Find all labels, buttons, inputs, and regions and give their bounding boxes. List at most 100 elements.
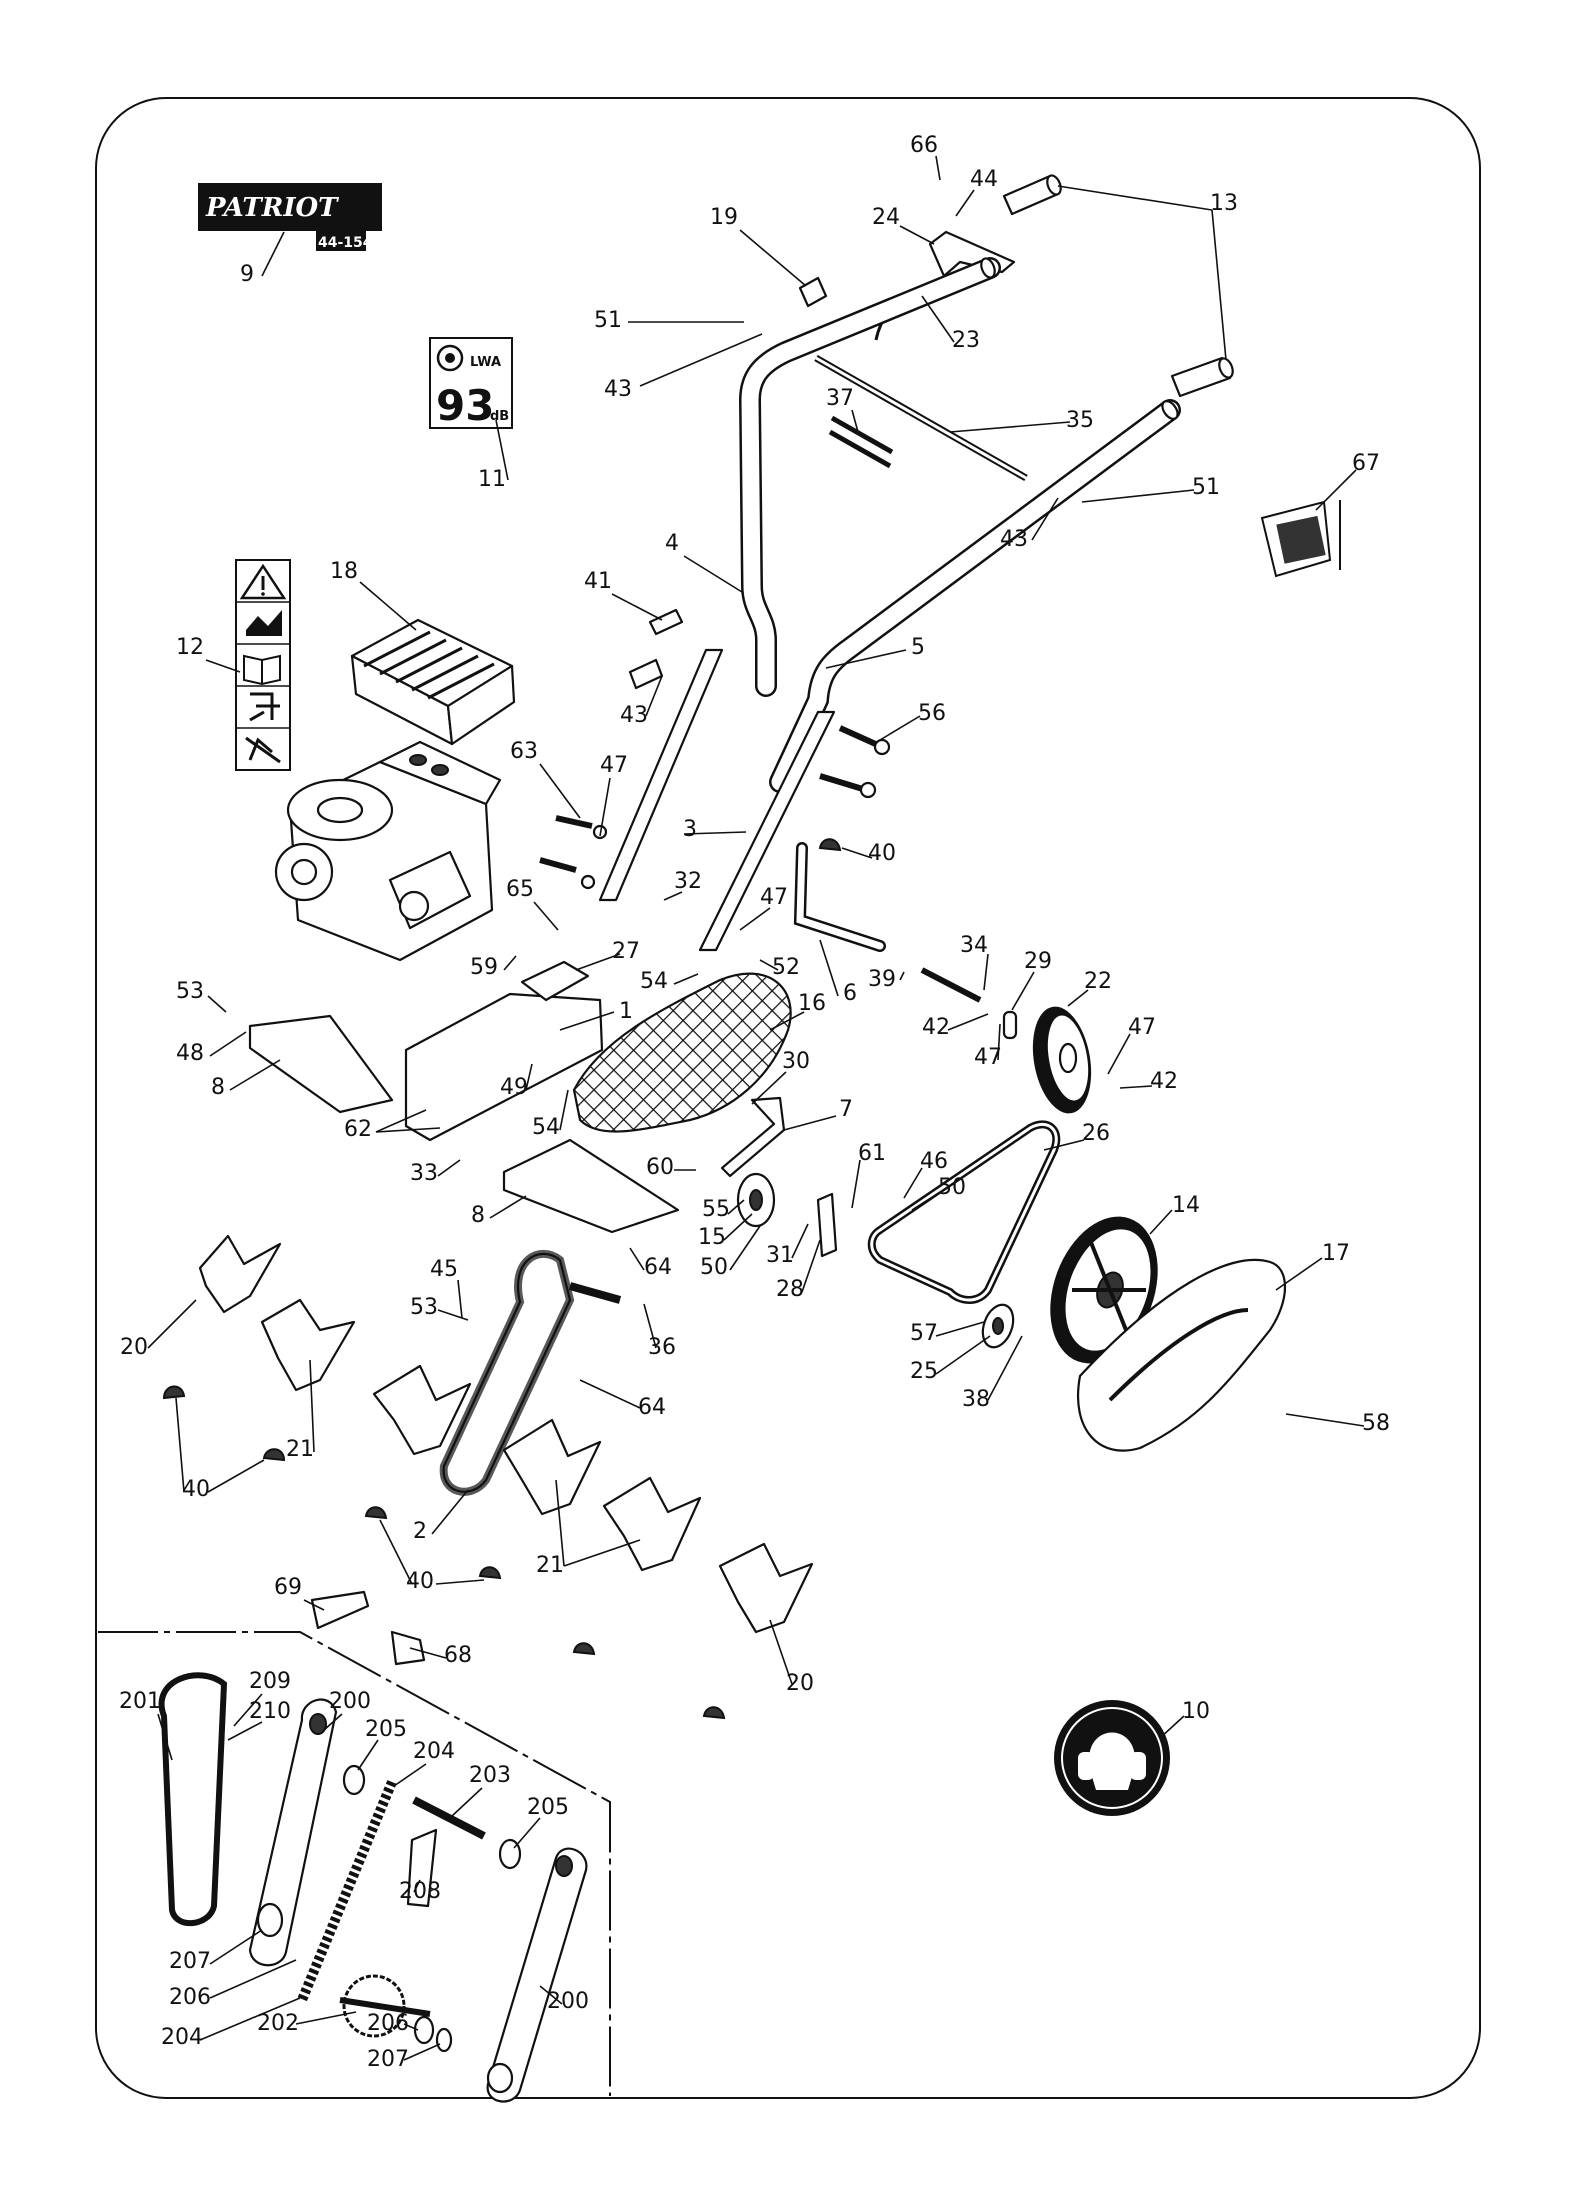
handle-grips [1002,174,1234,398]
callout-c12: 12 [176,635,204,660]
drive-belt [867,1120,1061,1304]
callout-c11: 11 [478,467,506,492]
callout-c201: 201 [119,1689,161,1714]
callout-c41: 41 [584,569,612,594]
callout-c32: 32 [674,869,702,894]
tensioner-208 [406,1828,438,1908]
wheel-spacer [1002,1010,1018,1040]
cable-ties [828,415,894,469]
callout-c9: 9 [240,262,254,287]
callout-c62: 62 [344,1117,372,1142]
callout-c38: 38 [962,1387,990,1412]
callout-c3: 3 [683,817,697,842]
belt-201 [158,1672,228,1927]
callout-c68: 68 [444,1643,472,1668]
engine-guard-cage [350,618,516,746]
drive-pulley [736,1172,776,1228]
callout-c54a: 54 [640,969,668,994]
callout-c51a: 51 [594,308,622,333]
side-shield-upper [248,1014,394,1114]
callout-c58: 58 [1362,1411,1390,1436]
callout-c56: 56 [918,701,946,726]
callout-c45: 45 [430,1257,458,1282]
hair-clips [162,838,842,1720]
callout-c34: 34 [960,933,988,958]
callout-c50b: 50 [700,1255,728,1280]
engine [274,740,502,962]
side-shield-lower [502,1138,680,1234]
callout-c40a: 40 [868,841,896,866]
callout-c17: 17 [1322,1241,1350,1266]
callout-c4: 4 [665,531,679,556]
callout-c16: 16 [798,991,826,1016]
callout-c37: 37 [826,386,854,411]
callout-c60: 60 [646,1155,674,1180]
callout-c54b: 54 [532,1115,560,1140]
callout-c204a: 204 [413,1739,455,1764]
callout-c200a: 200 [329,1689,371,1714]
ear-protection-sign [1054,1700,1170,1816]
callout-c47b: 47 [760,885,788,910]
callout-c52: 52 [772,955,800,980]
callout-c49: 49 [500,1075,528,1100]
callout-c21a: 21 [286,1437,314,1462]
callout-c28: 28 [776,1277,804,1302]
callout-c15: 15 [698,1225,726,1250]
callout-c13: 13 [1210,191,1238,216]
callout-c43c: 43 [620,703,648,728]
callout-c22: 22 [1084,969,1112,994]
scraper-69 [310,1590,370,1630]
callout-c44: 44 [970,167,998,192]
callout-c2: 2 [413,1519,427,1544]
belt-tensioner [981,1303,1015,1349]
callout-c24: 24 [872,205,900,230]
mounting-frame [404,992,604,1142]
callout-c6: 6 [843,981,857,1006]
callout-c39: 39 [868,967,896,992]
callout-c27: 27 [612,939,640,964]
chain-204 [297,1780,397,2002]
handle-bracket [648,608,684,636]
brand-logo-text: PATRIOT [205,193,339,223]
callout-c69: 69 [274,1575,302,1600]
callout-c53a: 53 [176,979,204,1004]
wheel-axle [920,967,982,1003]
callout-c21b: 21 [536,1553,564,1578]
housing-half-200-left [248,1698,338,1967]
callout-c61: 61 [858,1141,886,1166]
callout-c42b: 42 [1150,1069,1178,1094]
manual-book-icon [243,654,281,686]
callout-c35: 35 [1066,408,1094,433]
lower-handle-left [598,648,724,902]
callout-c18: 18 [330,559,358,584]
callout-c205a: 205 [365,1717,407,1742]
callout-c204b: 204 [161,2025,203,2050]
callout-c51b: 51 [1192,475,1220,500]
upper-handle-right [769,399,1181,793]
callout-c208: 208 [399,1879,441,1904]
callout-c10: 10 [1182,1699,1210,1724]
callout-c19: 19 [710,205,738,230]
noise-level-label: LWA 93 dB [429,337,513,430]
tines-right [502,1418,814,1634]
callout-c5: 5 [911,635,925,660]
callout-c206a: 206 [169,1985,211,2010]
callout-c20b: 20 [786,1671,814,1696]
callout-c47a: 47 [600,753,628,778]
page-frame [95,97,1481,2099]
callout-c33: 33 [410,1161,438,1186]
callout-c206b: 206 [367,2011,409,2036]
callout-c46: 46 [920,1149,948,1174]
callout-c43b: 43 [1000,527,1028,552]
housing-half-200-right [486,1847,588,2103]
callout-c40c: 40 [406,1569,434,1594]
wheel-bracket [720,1096,786,1178]
callout-c29: 29 [1024,949,1052,974]
callout-c64a: 64 [644,1255,672,1280]
belt-cover [1077,1258,1287,1452]
noise-value-text: 93 [436,381,494,430]
leader-lines [147,155,1365,2061]
callout-c53b: 53 [410,1295,438,1320]
chain-drive-inset-frame [98,1631,611,2096]
